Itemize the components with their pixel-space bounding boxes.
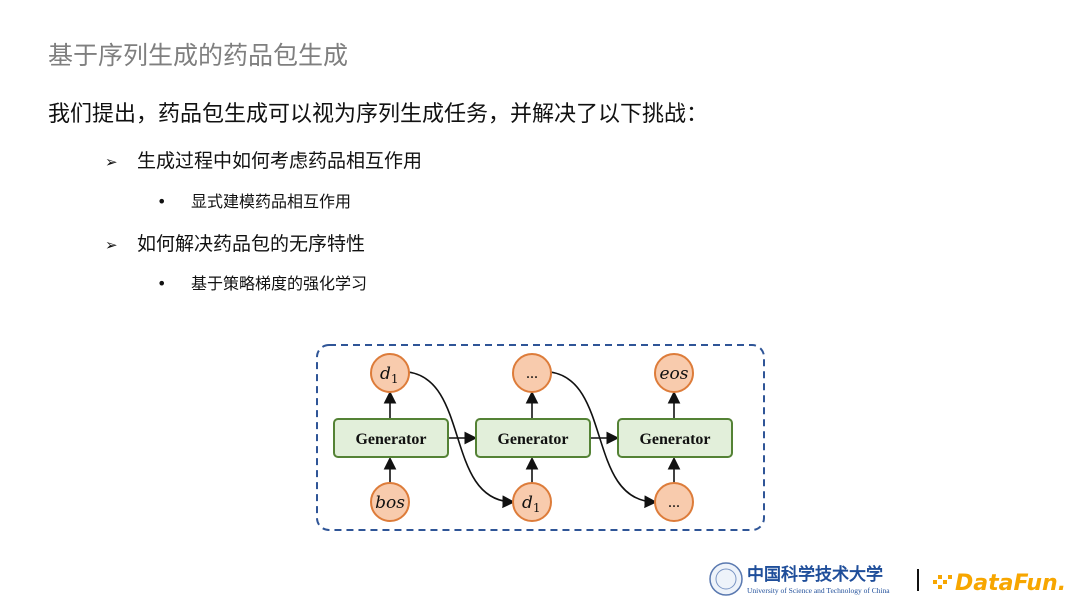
svg-text:DataFun.: DataFun.	[955, 571, 1066, 596]
bullet-1: ➢ 生成过程中如何考虑药品相互作用	[105, 146, 422, 173]
output-node-d1: d1	[370, 353, 410, 393]
bullet-2: ➢ 如何解决药品包的无序特性	[105, 229, 365, 256]
generator-box-1: Generator	[333, 418, 449, 458]
arrow-bullet-icon: ➢	[105, 236, 118, 254]
input-node-bos: bos	[370, 482, 410, 522]
arrow-bullet-icon: ➢	[105, 153, 118, 171]
generator-label: Generator	[355, 431, 426, 448]
sub-bullet-2: • 基于策略梯度的强化学习	[157, 270, 367, 294]
footer-logos: 中国科学技术大学 University of Science and Techn…	[705, 560, 1075, 600]
svg-text:中国科学技术大学: 中国科学技术大学	[747, 564, 883, 585]
sub-bullet-1: • 显式建模药品相互作用	[157, 188, 351, 212]
datafun-dots-icon	[933, 575, 952, 589]
sub-bullet-text: 基于策略梯度的强化学习	[191, 274, 368, 293]
diagram-frame	[316, 344, 765, 531]
generator-box-2: Generator	[475, 418, 591, 458]
svg-text:...: ...	[668, 494, 680, 511]
generator-box-3: Generator	[617, 418, 733, 458]
arrows	[383, 371, 681, 509]
input-node-ellipsis: ...	[654, 482, 694, 522]
input-node-d1: d1	[512, 482, 552, 522]
svg-text:d1: d1	[380, 364, 399, 386]
generator-label: Generator	[639, 431, 710, 448]
bullet-text: 如何解决药品包的无序特性	[137, 233, 366, 255]
generator-label: Generator	[497, 431, 568, 448]
svg-text:eos: eos	[659, 364, 688, 384]
dot-bullet-icon: •	[157, 192, 167, 211]
svg-text:bos: bos	[375, 493, 405, 513]
svg-text:...: ...	[526, 365, 538, 382]
ustc-logo: 中国科学技术大学 University of Science and Techn…	[709, 562, 1066, 596]
sub-bullet-text: 显式建模药品相互作用	[191, 192, 352, 211]
svg-text:University of Science and Tech: University of Science and Technology of …	[747, 586, 890, 595]
slide-title: 基于序列生成的药品包生成	[48, 41, 349, 70]
intro-text: 我们提出，药品包生成可以视为序列生成任务，并解决了以下挑战：	[48, 102, 709, 127]
dot-bullet-icon: •	[157, 274, 167, 293]
sequence-generation-diagram: Generator Generator Generator d1 ... eos…	[316, 344, 765, 531]
output-node-ellipsis: ...	[512, 353, 552, 393]
bullet-text: 生成过程中如何考虑药品相互作用	[137, 150, 423, 172]
svg-text:d1: d1	[522, 493, 541, 515]
output-node-eos: eos	[654, 353, 694, 393]
